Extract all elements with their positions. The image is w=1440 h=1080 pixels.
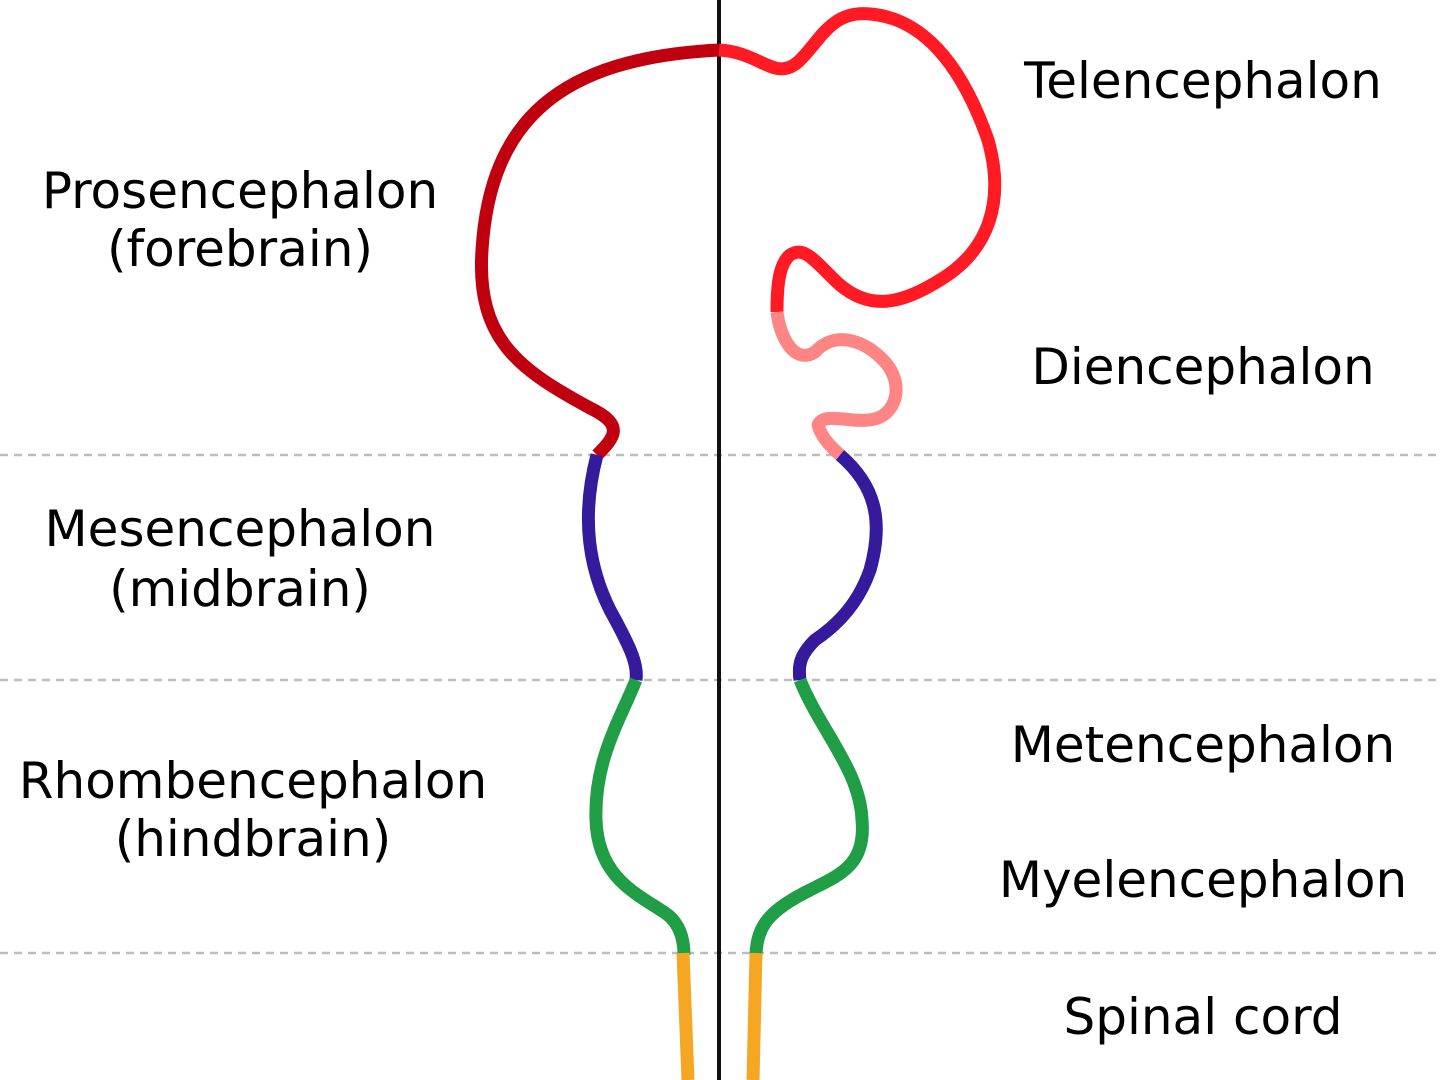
label-mesencephalon: Mesencephalon	[45, 500, 436, 558]
label-telencephalon: Telencephalon	[1023, 52, 1382, 110]
label-metencephalon: Metencephalon	[1011, 716, 1395, 774]
prosencephalon-outline	[474, 43, 720, 460]
label-diencephalon: Diencephalon	[1031, 338, 1374, 396]
label-spinal-cord: Spinal cord	[1064, 988, 1343, 1046]
mesencephalon-outline-right	[792, 450, 883, 681]
diencephalon-outline	[770, 311, 903, 460]
rhombencephalon-outline-right	[749, 677, 869, 956]
label-hindbrain: (hindbrain)	[115, 810, 392, 868]
mesencephalon-outline-left	[581, 453, 643, 681]
spinal-cord-outline-right	[746, 952, 763, 1080]
spinal-cord-outline-left	[676, 952, 695, 1080]
telencephalon-outline	[718, 7, 1002, 313]
label-myelencephalon: Myelencephalon	[999, 851, 1407, 909]
label-midbrain: (midbrain)	[109, 560, 371, 618]
label-rhombencephalon: Rhombencephalon	[19, 752, 487, 810]
label-prosencephalon: Prosencephalon	[42, 162, 438, 220]
label-forebrain: (forebrain)	[107, 220, 373, 278]
rhombencephalon-outline-left	[589, 677, 691, 956]
